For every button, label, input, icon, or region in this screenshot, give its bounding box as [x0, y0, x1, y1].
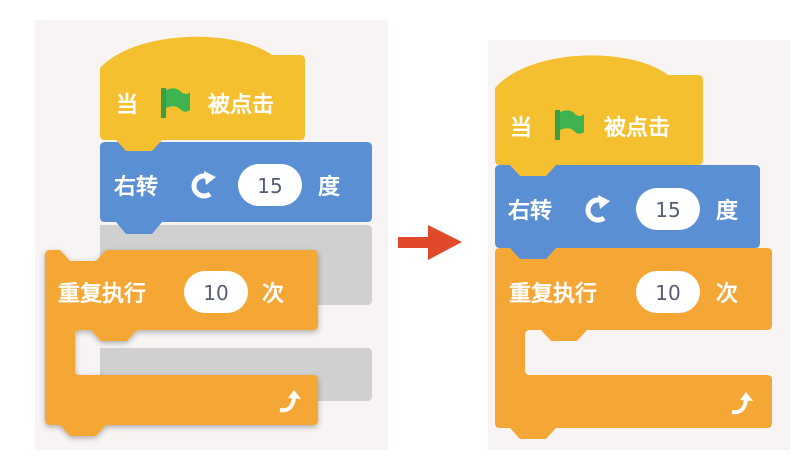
- repeat-block-shape: [495, 248, 772, 439]
- turn-block-shape: [495, 165, 760, 259]
- repeat-block-label: 重复执行: [509, 281, 597, 307]
- repeat-count-input[interactable]: [184, 271, 248, 313]
- green-flag-icon: [161, 88, 190, 118]
- hat-block-shape: [100, 36, 305, 151]
- repeat-block[interactable]: 重复执行 10 次: [495, 248, 772, 439]
- turn-block-shape: [100, 142, 372, 234]
- before-script: 右转 15 度 当 被点击 重复执行 10 次: [45, 36, 372, 436]
- turn-block-label: 右转: [508, 198, 552, 224]
- degrees-value[interactable]: 15: [257, 174, 282, 198]
- hat-block-prefix: 当: [116, 93, 138, 118]
- degrees-value[interactable]: 15: [655, 198, 680, 222]
- turn-right-block[interactable]: 右转 15 度: [100, 142, 372, 234]
- repeat-block-unit: 次: [716, 281, 738, 307]
- turn-block-unit: 度: [716, 198, 739, 224]
- turn-block-label: 右转: [114, 174, 158, 200]
- hat-block-suffix: 被点击: [604, 115, 670, 141]
- rotate-right-icon: [191, 171, 216, 199]
- repeat-block-shape: [45, 250, 318, 436]
- green-flag-icon: [555, 110, 584, 140]
- turn-block-unit: 度: [318, 174, 341, 200]
- arrow-right-icon: [398, 225, 462, 260]
- loop-arrow-icon: [731, 392, 753, 415]
- degrees-input[interactable]: [238, 164, 302, 206]
- repeat-count-value[interactable]: 10: [203, 281, 228, 305]
- repeat-count-value[interactable]: 10: [655, 281, 680, 305]
- repeat-block-label: 重复执行: [58, 281, 146, 307]
- when-flag-clicked-block[interactable]: 当 被点击: [100, 36, 305, 151]
- after-script: 重复执行 10 次 右转 15 度 当: [495, 55, 772, 439]
- degrees-input[interactable]: [636, 188, 700, 230]
- turn-right-block[interactable]: 右转 15 度: [495, 165, 760, 259]
- hat-block-prefix: 当: [510, 116, 532, 141]
- hat-block-shape: [495, 55, 703, 176]
- hat-block-suffix: 被点击: [208, 92, 274, 118]
- repeat-block-unit: 次: [262, 281, 284, 307]
- rotate-right-icon: [585, 195, 610, 223]
- repeat-count-input[interactable]: [636, 271, 700, 313]
- repeat-block[interactable]: 重复执行 10 次: [45, 250, 318, 436]
- loop-arrow-icon: [279, 390, 301, 413]
- when-flag-clicked-block[interactable]: 当 被点击: [495, 55, 703, 176]
